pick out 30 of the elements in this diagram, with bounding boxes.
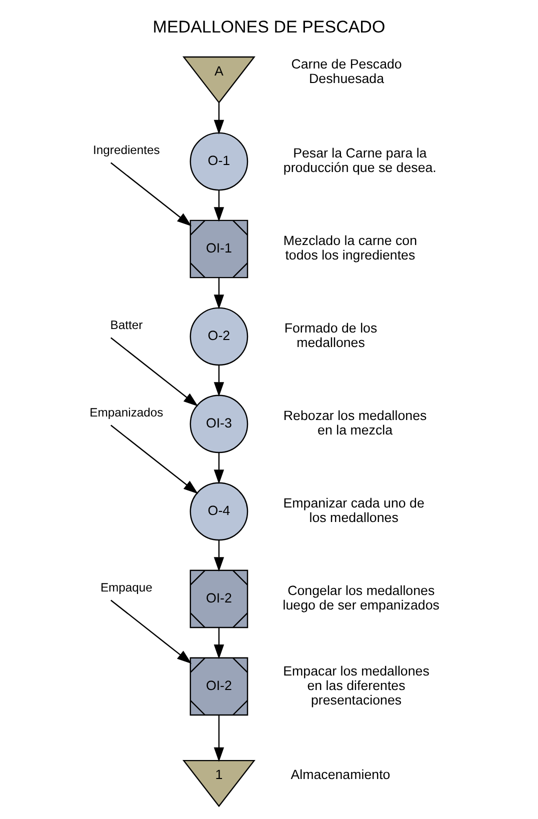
node-label: Carne de Pescado Deshuesada <box>291 56 402 86</box>
node-label: Congelar los medallones luego de ser empanizados <box>282 582 440 612</box>
edge-label: Batter <box>110 318 143 332</box>
node-circle: OI-3 <box>190 394 248 453</box>
arrow <box>214 714 224 762</box>
diagram-title: MEDALLONES DE PESCADO <box>152 16 386 36</box>
arrow <box>110 599 192 664</box>
node-label: Formado de los medallones <box>284 320 378 350</box>
node-circle: O-2 <box>190 306 248 366</box>
edge-label: Empaque <box>100 580 152 594</box>
arrow <box>214 627 224 659</box>
arrow <box>110 336 198 406</box>
node-label: Empanizar cada uno de los medallones <box>283 495 424 525</box>
node-label: Almacenamiento <box>290 766 390 782</box>
edge-label: Empanizados <box>90 405 164 420</box>
arrow <box>110 424 198 494</box>
arrow <box>110 162 192 226</box>
edge-label: Ingredientes <box>93 142 160 157</box>
arrow <box>214 277 224 309</box>
node-label: Empacar los medallones en las diferentes presentaciones <box>283 662 430 707</box>
node-circle: O-4 <box>190 482 248 540</box>
node-label: Pesar la Carne para la producción que se desea. <box>283 145 436 175</box>
arrow <box>214 102 224 134</box>
node-circle: O-1 <box>190 132 248 190</box>
arrow <box>214 452 224 484</box>
node-label: Mezclado la carne con todos los ingredientes <box>283 232 418 262</box>
arrow <box>214 540 224 572</box>
arrow <box>214 364 224 396</box>
node-label: Rebozar los medallones en la mezcla <box>283 408 427 438</box>
arrow <box>214 190 224 222</box>
